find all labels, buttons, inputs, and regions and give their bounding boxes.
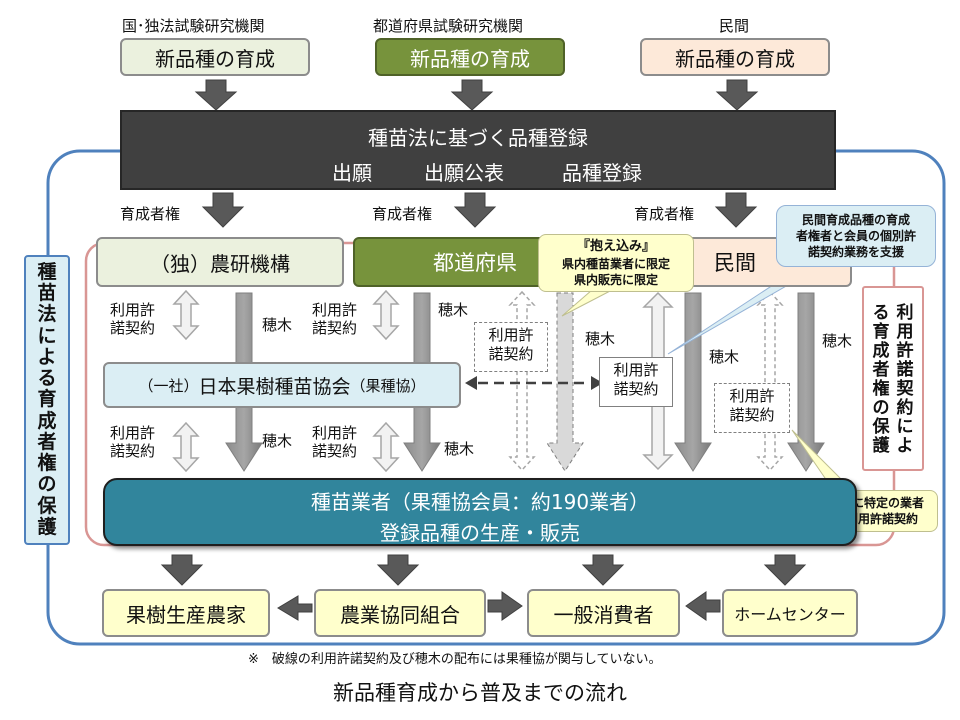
support-line1: 民間育成品種の育成 [801,212,910,227]
seedling-companies-box: 種苗業者（果種協会員：約190業者） 登録品種の生産・販売 [103,478,857,546]
naro-box: （独）農研機構 [96,237,344,287]
breeding-law-protection-label: 種苗法による育成者権の保護 [24,255,70,545]
kakaekomi-line2: 県内販売に限定 [573,272,658,287]
license-label: 利用許諾契約 [312,424,358,460]
license-label: 利用許諾契約 [312,301,358,337]
scion-label: 穂木 [709,348,740,366]
down-arrow [160,554,807,586]
kakaekomi-title: 『抱え込み』 [576,239,655,255]
horizontal-arrow [277,591,721,621]
contract-protection-label: 利用許諾契約によ る育成者権の保護 [862,286,924,471]
scion-label: 穂木 [444,440,475,458]
association-suffix: （果種協） [350,376,426,395]
step-application: 出願 [332,161,372,185]
support-line3: 諾契約業務を支援 [807,245,904,260]
breeder-rights-label: 育成者権 [372,205,433,223]
support-line2: 者権者と会員の個別許 [795,228,916,243]
scion-label: 穂木 [585,330,616,348]
agri-coop-box: 農業協同組合 [314,589,486,637]
breeder-rights-label: 育成者権 [634,205,695,223]
contract-protection-col1: 利用許諾契約によ [896,302,914,457]
seedling-line2: 登録品種の生産・販売 [380,521,580,545]
breeding-prefectural-box: 新品種の育成 [375,38,565,76]
registration-title: 種苗法に基づく品種登録 [368,126,588,150]
scion-label: 穂木 [262,316,293,334]
home-center-box: ホームセンター [722,589,858,637]
consumers-box: 一般消費者 [527,589,680,637]
license-label: 利用許諾契約 [110,301,156,337]
kakaekomi-callout: 『抱え込み』 県内種苗業者に限定 県内販売に限定 [538,234,694,292]
scion-label: 穂木 [822,332,853,350]
prefectural-institute-label: 都道府県試験研究機関 [373,17,524,35]
breeder-rights-label: 育成者権 [120,205,181,223]
step-registration: 品種登録 [562,161,642,185]
scion-label: 穂木 [438,301,469,319]
contract-protection-col2: る育成者権の保護 [872,302,890,457]
association-box: （一社） 日本果樹種苗協会 （果種協） [103,362,461,408]
license-label: 利用許諾契約 [110,424,156,460]
national-institute-label: 国･独法試験研究機関 [122,17,265,35]
down-arrow [201,192,758,228]
seedling-line1: 種苗業者（果種協会員：約190業者） [310,490,650,514]
dashed-horizontal-arrow [465,376,603,390]
dashed-license-label: 利用許諾契約 [474,322,548,372]
support-callout: 民間育成品種の育成 者権者と会員の個別許 諾契約業務を支援 [776,205,936,267]
fruit-farmers-box: 果樹生産農家 [102,589,270,637]
down-arrow [194,79,759,111]
license-double-arrow [172,289,400,473]
scion-label: 穂木 [262,432,293,450]
private-source-label: 民間 [719,17,750,35]
breeding-national-box: 新品種の育成 [120,38,310,76]
variety-registration-box: 種苗法に基づく品種登録 出願 出願公表 品種登録 [120,110,836,190]
association-prefix: （一社） [138,376,199,395]
footnote: ※ 破線の利用許諾契約及び穂木の配布には果種協が関与していない。 [248,652,662,667]
kakaekomi-line1: 県内種苗業者に限定 [561,256,670,271]
step-publication: 出願公表 [424,161,504,185]
dashed-license-label: 利用許諾契約 [714,383,790,433]
private-license-label: 利用許諾契約 [599,357,673,407]
diagram-caption: 新品種育成から普及までの流れ [333,681,627,705]
dashed-license-double-arrow [508,290,784,472]
breeding-private-box: 新品種の育成 [640,38,830,76]
association-name: 日本果樹種苗協会 [198,375,351,398]
